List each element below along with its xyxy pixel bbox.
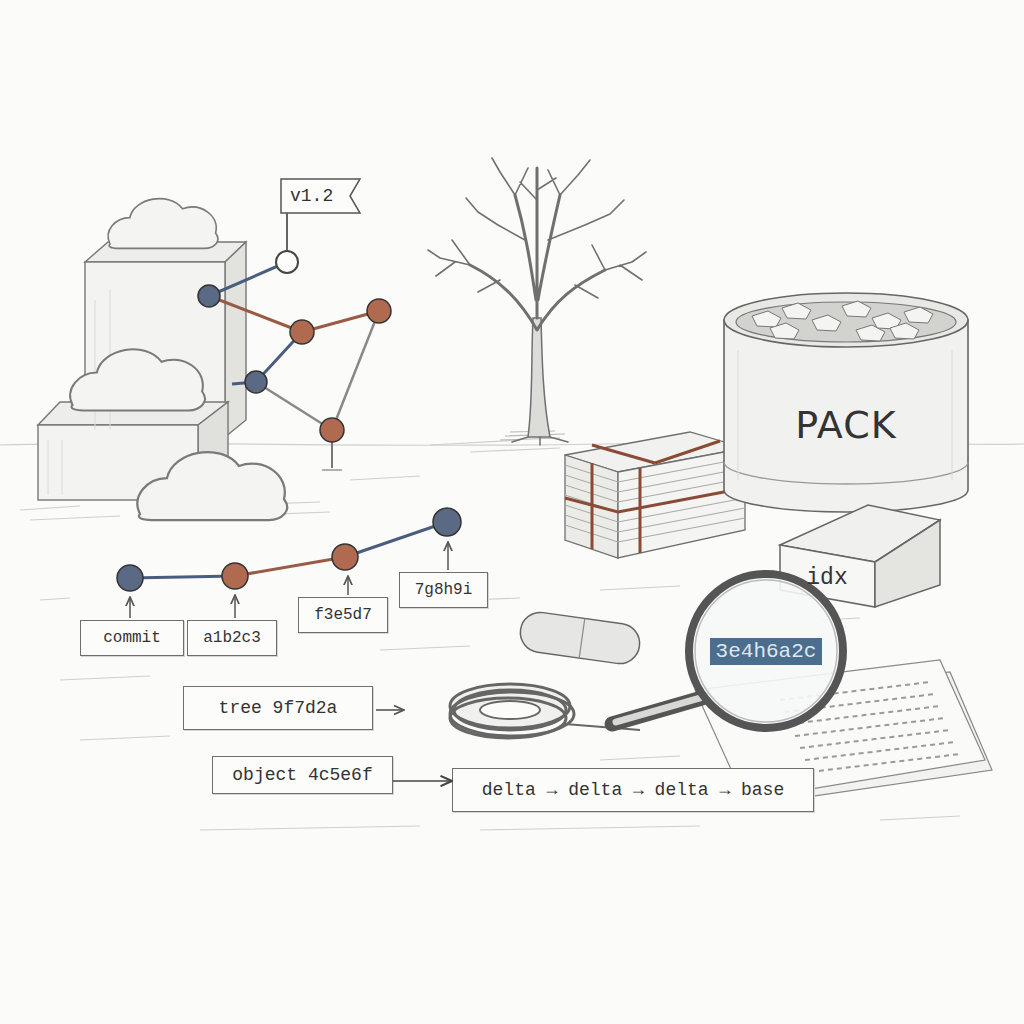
- node-text: delta → delta → delta → base: [482, 780, 784, 800]
- rope-coil: [376, 709, 404, 711]
- node-text: tree 9f7d2a: [219, 698, 338, 718]
- lens-inner-rim: [695, 580, 837, 722]
- commit-graph: [322, 469, 342, 471]
- node-text: v1.2: [290, 186, 333, 206]
- cloud-mounds: [137, 452, 287, 520]
- hash-label: a1b2c3: [187, 620, 277, 656]
- pack-chunk: [812, 315, 841, 331]
- lower-commit-chain: [447, 542, 449, 570]
- node-text: f3e5d7: [314, 606, 372, 624]
- lower-commit-chain: [235, 557, 345, 576]
- node-text: PACK: [795, 403, 896, 447]
- lower-commit-chain: [234, 595, 236, 618]
- magnifier-lens: 3e4h6a2c: [683, 568, 849, 734]
- can-band: [724, 462, 968, 484]
- lower-commit-chain: [332, 544, 358, 570]
- lower-commit-chain: [345, 522, 447, 557]
- cloud-mounds: [70, 199, 287, 520]
- lower-commit-chain: [130, 576, 235, 578]
- magnifier-handle: [612, 698, 702, 724]
- node-text: idx: [806, 565, 847, 591]
- commit-graph: [290, 320, 314, 344]
- commit-graph: [256, 382, 332, 430]
- commit-graph: [367, 299, 391, 323]
- capsule: [518, 610, 642, 666]
- pack-chunk: [752, 311, 781, 327]
- paper-bundle: [565, 441, 745, 553]
- commit-graph: [209, 262, 287, 296]
- pack-chunk: [904, 307, 933, 323]
- bare-tree: [428, 158, 646, 445]
- node-text: 3e4h6a2c: [710, 638, 823, 665]
- capsule: [518, 610, 642, 666]
- lower-commit-chain: [129, 597, 131, 618]
- commit-graph: [276, 251, 298, 273]
- commit-graph: [286, 212, 288, 252]
- commit-graph: [320, 418, 344, 442]
- can-body: [724, 320, 968, 512]
- pack-chunk: [770, 323, 799, 339]
- bare-tree: [428, 158, 646, 298]
- rope-coil: [450, 698, 566, 738]
- pack-chunk: [890, 323, 919, 339]
- lower-commit-chain: [222, 563, 248, 589]
- pack-chunk: [856, 325, 885, 341]
- lower-commit-chain: [347, 576, 349, 595]
- box-side: [875, 520, 940, 607]
- tag-flag: v1.2: [281, 178, 361, 214]
- paper-bundle: [565, 432, 745, 558]
- bare-tree: [470, 168, 605, 330]
- tree-label: tree 9f7d2a: [183, 686, 373, 730]
- lower-commit-chain: [433, 508, 461, 536]
- commit-graph: [198, 285, 220, 307]
- cloud-mounds: [108, 199, 218, 249]
- rope-coil: [376, 684, 640, 738]
- delta-chain-box: delta → delta → delta → base: [452, 768, 814, 812]
- object-label: object 4c5e6f: [212, 756, 393, 794]
- can-rim: [724, 293, 968, 347]
- hash-label: f3e5d7: [298, 597, 388, 633]
- bare-tree: [512, 437, 568, 445]
- hash-label: 7g8h9i: [399, 572, 488, 608]
- flag-outline: [281, 179, 360, 213]
- lower-commit-chain: [117, 565, 143, 591]
- connector-arrow: [393, 780, 452, 782]
- node-text: a1b2c3: [203, 629, 261, 647]
- pack-can-outline: [720, 290, 972, 515]
- commit-graph: [209, 296, 302, 332]
- node-text: 7g8h9i: [415, 581, 473, 599]
- pack-chunk: [842, 301, 871, 317]
- node-text: object 4c5e6f: [232, 765, 372, 785]
- commit-graph: [245, 371, 267, 393]
- rope-coil: [480, 701, 540, 719]
- can-opening: [736, 302, 956, 342]
- pack-chunk: [782, 303, 811, 319]
- pack-can: PACK: [720, 290, 972, 515]
- commit-graph: [332, 311, 379, 430]
- node-text: commit: [103, 629, 161, 647]
- can-shading: [738, 350, 952, 480]
- lens-rim: [689, 574, 843, 728]
- capsule: [579, 618, 585, 658]
- commit-label: commit: [80, 620, 184, 656]
- bare-tree: [528, 318, 550, 437]
- commit-graph: [331, 440, 333, 468]
- commit-graph: [198, 212, 391, 470]
- magnifier-handle: [616, 698, 700, 722]
- cloud-mounds: [70, 349, 205, 410]
- magnifier-handle: [612, 698, 702, 724]
